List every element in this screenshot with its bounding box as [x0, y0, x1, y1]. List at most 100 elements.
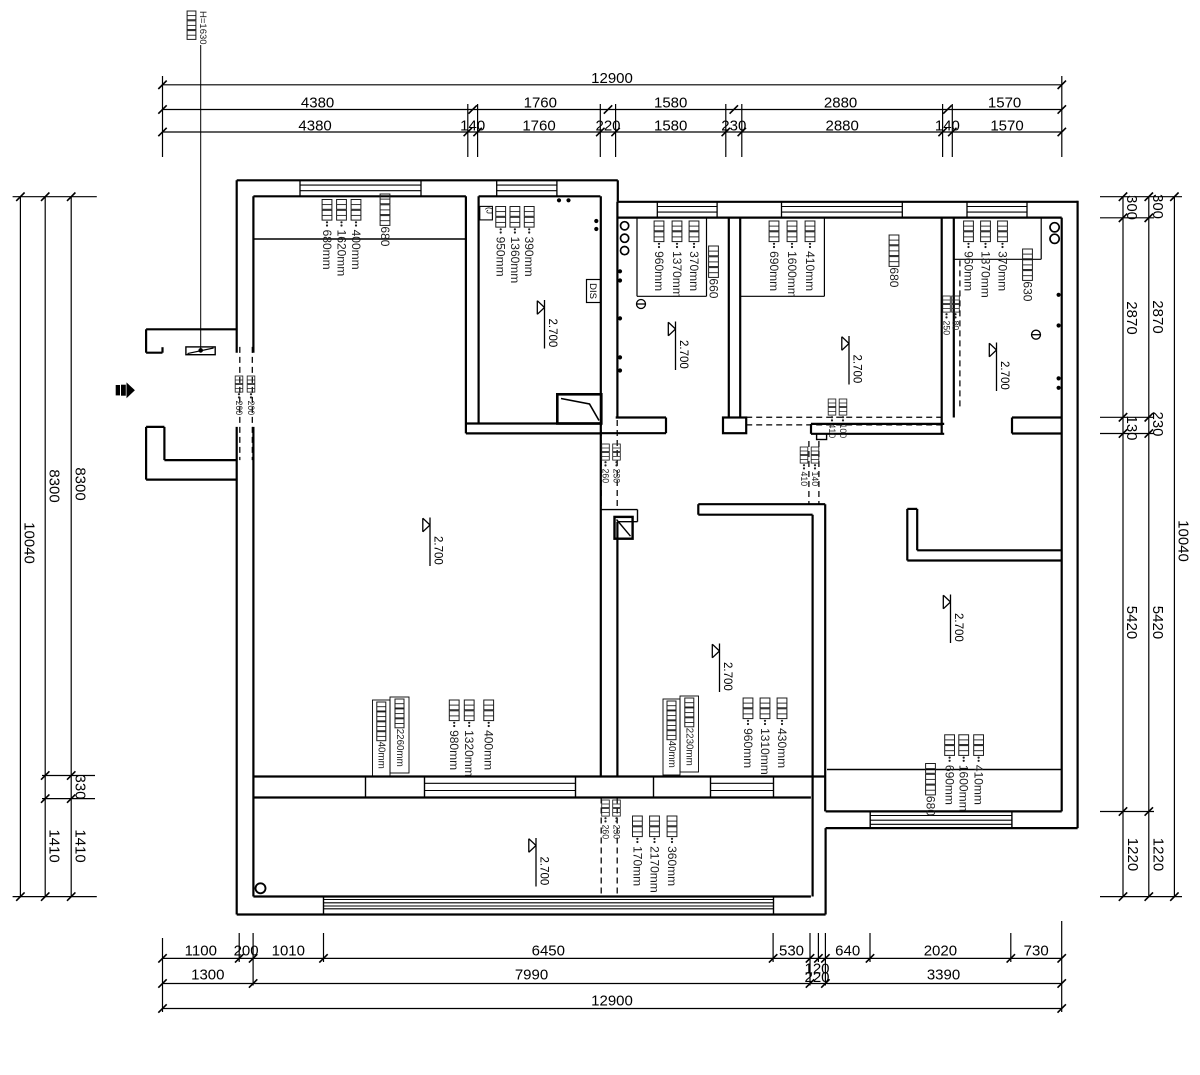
svg-text:1580: 1580: [654, 118, 687, 135]
svg-text:300: 300: [1123, 195, 1140, 220]
svg-text:1370mm: 1370mm: [979, 251, 993, 298]
svg-text:680: 680: [378, 226, 392, 246]
svg-text:690mm: 690mm: [943, 765, 957, 805]
svg-text:530: 530: [779, 942, 804, 959]
svg-text:680: 680: [887, 267, 901, 287]
svg-text:410: 410: [799, 472, 809, 487]
svg-text:(J: (J: [484, 207, 494, 214]
svg-text:980mm: 980mm: [447, 730, 461, 770]
svg-text:3390: 3390: [927, 967, 960, 984]
svg-text:1220: 1220: [1149, 838, 1166, 871]
svg-text:230: 230: [612, 825, 622, 840]
svg-text:370mm: 370mm: [996, 251, 1010, 291]
svg-text:1760: 1760: [524, 95, 557, 112]
svg-text:2870: 2870: [1123, 301, 1140, 334]
svg-text:1620mm: 1620mm: [335, 230, 349, 277]
svg-text:5420: 5420: [1123, 606, 1140, 639]
svg-text:1600mm: 1600mm: [785, 251, 799, 298]
svg-text:1410: 1410: [46, 829, 63, 862]
svg-text:1220: 1220: [1124, 838, 1141, 871]
svg-text:2.700: 2.700: [546, 319, 558, 348]
svg-text:410mm: 410mm: [803, 251, 817, 291]
svg-text:1360mm: 1360mm: [508, 237, 522, 284]
svg-text:140: 140: [810, 472, 820, 487]
svg-text:1570: 1570: [988, 95, 1021, 112]
svg-text:1600mm: 1600mm: [957, 765, 971, 812]
svg-text:2.700: 2.700: [952, 613, 964, 642]
svg-text:960mm: 960mm: [962, 251, 976, 291]
svg-text:950mm: 950mm: [494, 237, 508, 277]
svg-text:40mm: 40mm: [376, 742, 387, 769]
svg-text:40mm: 40mm: [666, 741, 677, 768]
svg-text:630: 630: [1021, 281, 1035, 301]
svg-text:5420: 5420: [1149, 606, 1166, 639]
svg-text:230: 230: [721, 118, 746, 135]
svg-text:12900: 12900: [591, 993, 633, 1010]
svg-text:960mm: 960mm: [741, 728, 755, 768]
svg-text:230: 230: [1149, 411, 1166, 436]
svg-text:8300: 8300: [46, 469, 63, 502]
svg-text:400mm: 400mm: [349, 230, 363, 270]
svg-text:390mm: 390mm: [522, 237, 536, 277]
svg-text:170mm: 170mm: [630, 846, 644, 886]
svg-text:2.700: 2.700: [431, 536, 443, 565]
svg-text:2.700: 2.700: [850, 355, 862, 384]
svg-text:2.700: 2.700: [998, 361, 1010, 390]
svg-text:2260mm: 2260mm: [394, 729, 405, 767]
svg-text:DIS: DIS: [587, 283, 598, 299]
svg-text:2880: 2880: [824, 95, 857, 112]
svg-text:370mm: 370mm: [687, 251, 701, 291]
svg-text:2880: 2880: [826, 118, 859, 135]
svg-text:1580: 1580: [654, 95, 687, 112]
svg-text:2870: 2870: [1149, 300, 1166, 333]
svg-text:1010: 1010: [272, 942, 305, 959]
svg-text:120: 120: [804, 961, 829, 978]
svg-text:230: 230: [612, 469, 622, 484]
svg-text:400mm: 400mm: [482, 730, 496, 770]
svg-text:200: 200: [246, 401, 256, 416]
svg-text:410mm: 410mm: [972, 765, 986, 805]
svg-text:80: 80: [951, 321, 961, 331]
svg-text:140: 140: [935, 118, 960, 135]
svg-text:140: 140: [460, 118, 485, 135]
svg-text:680mm: 680mm: [320, 230, 334, 270]
svg-text:330: 330: [72, 774, 89, 799]
svg-text:2230mm: 2230mm: [684, 728, 695, 766]
svg-text:1410: 1410: [72, 829, 89, 862]
svg-text:300: 300: [1149, 194, 1166, 219]
svg-text:4380: 4380: [301, 95, 334, 112]
svg-text:100: 100: [838, 424, 848, 439]
svg-text:960mm: 960mm: [652, 251, 666, 291]
svg-text:8300: 8300: [72, 467, 89, 500]
svg-text:220: 220: [595, 118, 620, 135]
svg-text:2170mm: 2170mm: [648, 846, 662, 893]
svg-text:690mm: 690mm: [767, 251, 781, 291]
svg-text:130: 130: [1123, 415, 1140, 440]
svg-text:410: 410: [827, 424, 837, 439]
svg-text:1370mm: 1370mm: [670, 251, 684, 298]
svg-text:4380: 4380: [298, 118, 331, 135]
svg-text:H=1630: H=1630: [197, 11, 208, 45]
svg-text:10040: 10040: [21, 522, 38, 564]
svg-text:1100: 1100: [185, 942, 217, 959]
svg-text:640: 640: [835, 942, 860, 959]
svg-text:430mm: 430mm: [775, 728, 789, 768]
svg-text:7990: 7990: [515, 967, 548, 984]
svg-text:260: 260: [601, 825, 611, 840]
svg-text:2.700: 2.700: [677, 340, 689, 369]
svg-text:2.700: 2.700: [721, 662, 733, 691]
svg-text:680: 680: [924, 796, 938, 816]
svg-text:1570: 1570: [990, 118, 1023, 135]
svg-text:250: 250: [942, 321, 952, 336]
svg-text:2.700: 2.700: [537, 857, 549, 886]
svg-text:730: 730: [1024, 942, 1049, 959]
svg-text:2020: 2020: [924, 942, 957, 959]
svg-text:220: 220: [804, 969, 829, 986]
svg-text:360mm: 360mm: [665, 846, 679, 886]
svg-text:260: 260: [601, 469, 611, 484]
svg-text:1310mm: 1310mm: [758, 728, 772, 775]
svg-text:10040: 10040: [1175, 520, 1192, 562]
svg-text:260: 260: [234, 401, 244, 416]
svg-text:200: 200: [234, 942, 259, 959]
svg-text:1760: 1760: [522, 118, 555, 135]
